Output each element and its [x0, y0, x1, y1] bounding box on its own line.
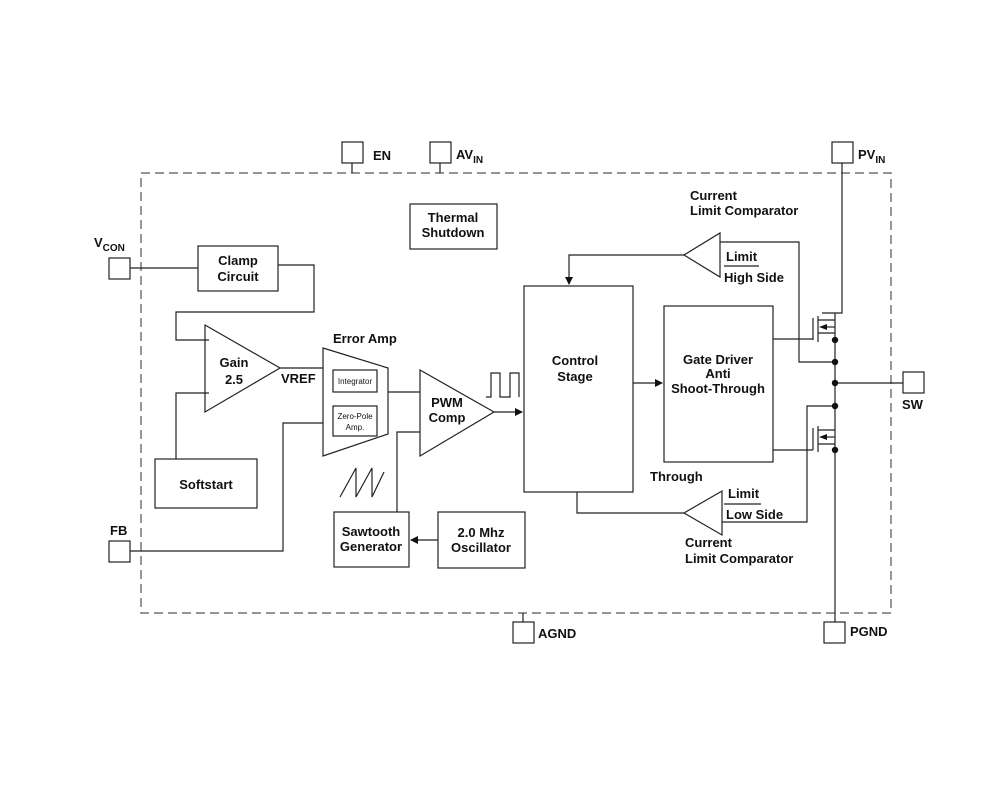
thermal-label-2: Shutdown	[422, 225, 485, 240]
sawtooth-generator-block: Sawtooth Generator	[333, 511, 410, 568]
pin-vcon-subscript: CON	[103, 243, 125, 254]
high-comp-title-1: Current	[690, 188, 738, 203]
sawtooth-waveform-icon	[339, 467, 385, 498]
low-side-label: Low Side	[726, 507, 783, 522]
control-stage-block: Control Stage	[523, 285, 634, 493]
low-comp-title-2: Limit Comparator	[685, 551, 793, 566]
error-amplifier: Integrator Zero-Pole Amp.	[322, 347, 389, 457]
pwm-label-2: Comp	[429, 410, 466, 425]
pin-pvin-subscript: IN	[875, 155, 885, 166]
high-side-comparator	[682, 231, 721, 279]
gate-label-2: Anti	[705, 366, 730, 381]
gain-amplifier: Gain 2.5	[204, 323, 282, 414]
integrator-label: Integrator	[338, 377, 373, 386]
pin-avin-label: AV	[456, 147, 473, 162]
through-label: Through	[650, 469, 703, 484]
pin-sw-label: SW	[902, 397, 924, 412]
pin-pvin-label: PV	[858, 147, 876, 162]
pwm-label-1: PWM	[431, 395, 463, 410]
high-side-label: High Side	[724, 270, 784, 285]
pin-fb-label: FB	[110, 523, 127, 538]
sawtooth-label-2: Generator	[340, 539, 402, 554]
pin-agnd-label: AGND	[538, 626, 576, 641]
clamp-label-1: Clamp	[218, 253, 258, 268]
pin-en: EN	[341, 141, 391, 173]
pin-vcon: VCON	[94, 235, 131, 280]
control-label-2: Stage	[557, 369, 592, 384]
thermal-label-1: Thermal	[428, 210, 479, 225]
oscillator-block: 2.0 Mhz Oscillator	[437, 511, 526, 569]
pin-avin-subscript: IN	[473, 155, 483, 166]
sawtooth-label-1: Sawtooth	[342, 524, 401, 539]
pin-en-label: EN	[373, 148, 391, 163]
pin-sw: SW	[902, 371, 925, 412]
oscillator-label-2: Oscillator	[451, 540, 511, 555]
svg-text:PVIN: PVIN	[858, 147, 885, 166]
pin-fb: FB	[108, 523, 131, 563]
pin-pgnd: PGND	[823, 621, 888, 644]
pin-avin: AVIN	[429, 141, 483, 173]
thermal-shutdown-block: Thermal Shutdown	[409, 203, 498, 250]
junction-dots	[831, 336, 839, 454]
softstart-block: Softstart	[154, 458, 258, 509]
pwm-waveform-icon	[486, 372, 520, 398]
wiring	[130, 173, 903, 622]
gain-label-1: Gain	[220, 355, 249, 370]
gate-label-1: Gate Driver	[683, 352, 753, 367]
vref-label: VREF	[281, 371, 316, 386]
pin-vcon-label: V	[94, 235, 103, 250]
svg-text:AVIN: AVIN	[456, 147, 483, 166]
svg-text:VCON: VCON	[94, 235, 125, 254]
low-limit-label: Limit	[728, 486, 760, 501]
softstart-label: Softstart	[179, 477, 233, 492]
zero-pole-label-2: Amp.	[346, 423, 365, 432]
gain-label-2: 2.5	[225, 372, 243, 387]
high-comp-title-2: Limit Comparator	[690, 203, 798, 218]
gate-driver-block: Gate Driver Anti Shoot-Through	[663, 305, 774, 463]
pin-pvin: PVIN	[831, 141, 885, 173]
oscillator-label-1: 2.0 Mhz	[458, 525, 505, 540]
clamp-label-2: Circuit	[217, 269, 259, 284]
low-side-mosfet	[812, 426, 835, 452]
ic-boundary	[140, 172, 892, 614]
clamp-circuit-block: Clamp Circuit	[197, 245, 279, 292]
high-side-mosfet	[812, 313, 836, 342]
pin-agnd: AGND	[512, 613, 576, 644]
low-comp-title-1: Current	[685, 535, 733, 550]
error-amp-label: Error Amp	[333, 331, 397, 346]
pwm-comparator: PWM Comp	[419, 368, 496, 458]
control-label-1: Control	[552, 353, 598, 368]
low-side-comparator	[682, 489, 723, 537]
gate-label-3: Shoot-Through	[671, 381, 765, 396]
zero-pole-label-1: Zero-Pole	[337, 412, 373, 421]
pin-pgnd-label: PGND	[850, 624, 888, 639]
high-limit-label: Limit	[726, 249, 758, 264]
